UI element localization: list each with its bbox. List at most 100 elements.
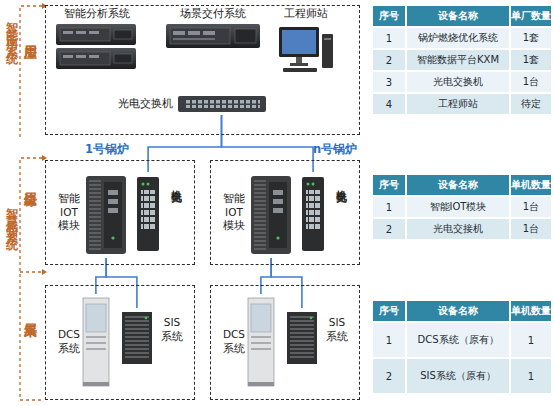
cell-text: 1 xyxy=(528,371,534,382)
table-cell: SIS系统（原有） xyxy=(406,358,510,394)
sis-rack xyxy=(287,312,317,364)
cell-text: 1 xyxy=(528,335,534,346)
table-cell: 智能数据平台KXM xyxy=(406,49,510,71)
table-cell: 单机数量 xyxy=(510,174,552,196)
cell-text: 序号 xyxy=(379,178,399,192)
edge-switch xyxy=(137,177,159,251)
acquisition-layer-group: 采集层DCS 系统SIS 系统 xyxy=(45,285,195,400)
node-label: n号锅炉 xyxy=(313,142,357,157)
node-label: 智能 IOT 模块 xyxy=(55,192,83,233)
cell-text: 待定 xyxy=(521,97,541,111)
node-label: 1号锅炉 xyxy=(85,142,129,157)
table-cell: 锅炉燃烧优化系统 xyxy=(406,27,510,49)
node-label: SIS 系统 xyxy=(158,316,186,343)
table-cell: 1 xyxy=(510,358,552,394)
node-label: 场景交付系统 xyxy=(163,7,263,21)
table-cell: 1 xyxy=(372,196,406,218)
table-cell: 2 xyxy=(372,49,406,71)
table-cell: 1套 xyxy=(510,27,552,49)
cell-text: 设备名称 xyxy=(438,9,478,23)
cell-text: 4 xyxy=(386,99,392,110)
dcs-node: DCS 系统 xyxy=(220,294,276,388)
workstation xyxy=(279,27,333,72)
table-cell: 单厂数量 xyxy=(510,5,552,27)
network-cable xyxy=(106,258,137,308)
cell-text: 光电交换机 xyxy=(433,75,483,89)
cell-text: 智能数据平台KXM xyxy=(417,53,499,67)
cell-text: 设备名称 xyxy=(438,178,478,192)
iot-gateway xyxy=(86,176,126,254)
switch-node: 光电交换机 xyxy=(118,93,268,115)
table-cell: 光电交换机 xyxy=(406,71,510,93)
cell-text: 1台 xyxy=(523,200,539,214)
cell-text: 3 xyxy=(386,77,392,88)
table-cell: DCS系统（原有） xyxy=(406,322,510,358)
table-cell: 1台 xyxy=(510,71,552,93)
rack-server xyxy=(56,24,136,69)
cell-text: 智能IOT模块 xyxy=(430,200,487,214)
dcs-node: DCS 系统 xyxy=(55,294,111,388)
cell-text: 单机数量 xyxy=(511,178,551,192)
table-cell: 1 xyxy=(510,322,552,358)
cell-text: 1 xyxy=(386,202,392,213)
table-cell: 待定 xyxy=(510,93,552,115)
table-cell: 1台 xyxy=(510,218,552,240)
edge-layer-group: 1号锅炉边缘层智能 IOT 模块光电交换机 xyxy=(45,160,195,265)
system-title: 智能应用系统 xyxy=(3,12,20,48)
table-cell: 设备名称 xyxy=(406,174,510,196)
server-node: 场景交付系统 xyxy=(163,7,263,49)
title-text: 智能应用系统 xyxy=(5,12,19,48)
network-cable xyxy=(222,115,314,172)
cell-text: 1套 xyxy=(523,53,539,67)
group-bracket xyxy=(20,6,42,400)
table-cell: 设备名称 xyxy=(406,300,510,322)
table-cell: 1套 xyxy=(510,49,552,71)
cell-text: 1套 xyxy=(523,31,539,45)
title-text: 智慧感知系统 xyxy=(5,198,19,234)
node-label: DCS 系统 xyxy=(55,328,83,355)
network-switch xyxy=(178,96,266,112)
table-cell: 序号 xyxy=(372,174,406,196)
cell-text: 锅炉燃烧优化系统 xyxy=(418,31,498,45)
cell-text: 序号 xyxy=(379,304,399,318)
cell-text: 1 xyxy=(386,335,392,346)
table-cell: 1 xyxy=(372,322,406,358)
network-cable xyxy=(96,258,106,294)
table-cell: 1 xyxy=(372,27,406,49)
acquisition-layer-group: DCS 系统 SIS 系统 xyxy=(210,285,360,400)
cell-text: 1 xyxy=(386,33,392,44)
table-cell: 序号 xyxy=(372,300,406,322)
cell-text: 2 xyxy=(386,55,392,66)
iot-module-node: 智能 IOT 模块 xyxy=(220,172,292,258)
cell-text: 2 xyxy=(386,224,392,235)
node-label: SIS 系统 xyxy=(323,316,351,343)
cell-text: 单机数量 xyxy=(511,304,551,318)
cell-text: DCS系统（原有） xyxy=(417,333,498,347)
cell-text: 2 xyxy=(386,371,392,382)
node-label: 智能分析系统 xyxy=(55,7,139,21)
node-label: 光电交换机 xyxy=(118,97,178,111)
node-label: DCS 系统 xyxy=(220,328,248,355)
cell-text: 1台 xyxy=(523,75,539,89)
table-cell: 2 xyxy=(372,218,406,240)
node-label: 智能 IOT 模块 xyxy=(220,192,248,233)
network-cable xyxy=(261,258,271,294)
dcs-cabinet xyxy=(248,298,274,386)
node-label: 工程师站 xyxy=(276,7,336,21)
table-cell: 设备名称 xyxy=(406,5,510,27)
server-node: 智能分析系统 xyxy=(55,7,139,75)
cell-text: 光电交接机 xyxy=(433,222,483,236)
workstation-node: 工程师站 xyxy=(276,7,336,71)
boiler-devices xyxy=(248,176,324,386)
network-cable xyxy=(148,115,221,172)
system-title: 智慧感知系统 xyxy=(3,198,20,234)
cell-text: 设备名称 xyxy=(438,304,478,318)
cell-text: 单厂数量 xyxy=(511,9,551,23)
edge-layer-group: n号锅炉智能 IOT 模块光电交换机 xyxy=(210,160,360,265)
cell-text: 1台 xyxy=(523,222,539,236)
sis-node: SIS 系统 xyxy=(283,308,353,368)
sis-rack xyxy=(122,312,152,364)
network-cable xyxy=(271,258,302,308)
